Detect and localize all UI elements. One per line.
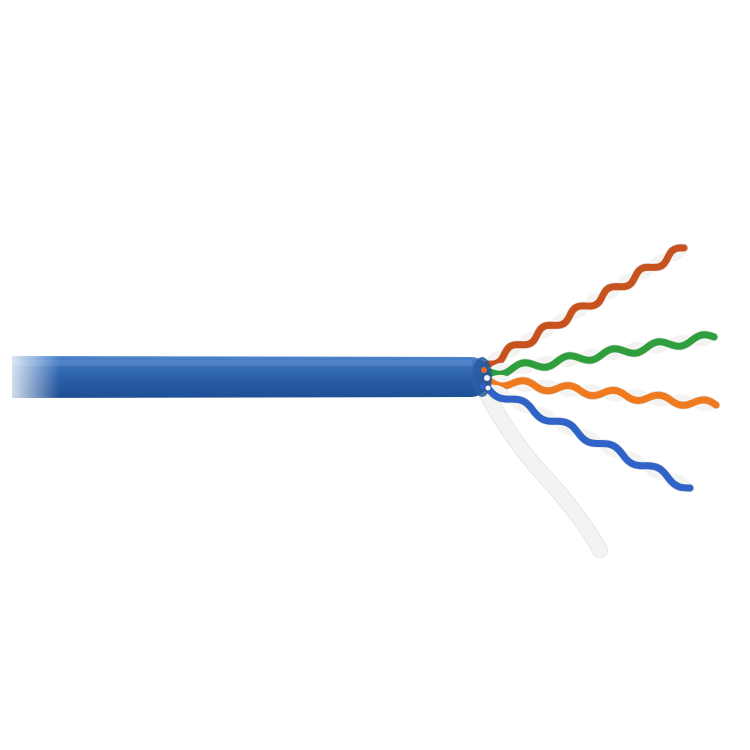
jacket-cut-end: [480, 367, 491, 391]
orange-wire-pair: [485, 374, 721, 412]
cable-jacket: [0, 352, 492, 402]
white-wire: [478, 384, 608, 558]
brown-wire-pair: [483, 243, 689, 369]
white-wire-strand: [479, 385, 607, 557]
twisted-pairs: [483, 243, 721, 493]
blue-wire-pair: [483, 383, 695, 493]
green-wire-pair: [485, 330, 719, 379]
